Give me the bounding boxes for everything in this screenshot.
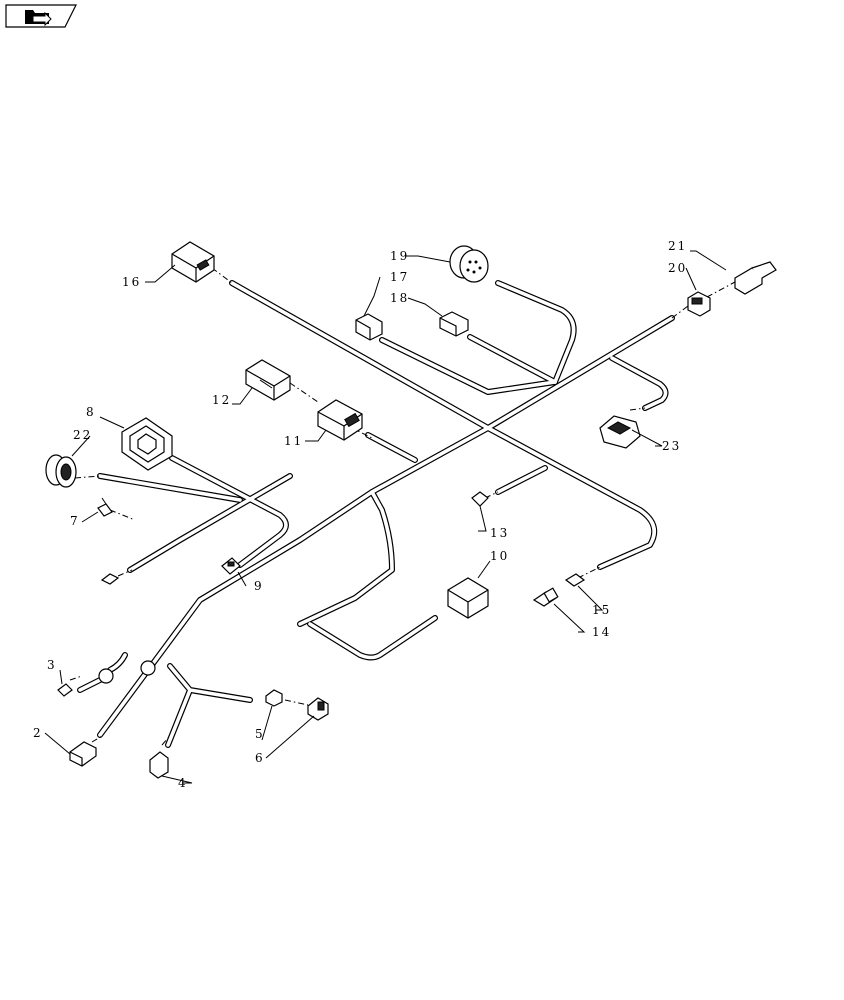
connector-9 [221, 557, 241, 575]
callout-10: 10 [490, 549, 509, 563]
connector-6 [307, 697, 329, 721]
connector-5 [265, 689, 283, 707]
connector-20 [687, 291, 711, 317]
callout-7: 7 [70, 514, 80, 528]
callout-4: 4 [178, 776, 188, 790]
connector-15 [564, 573, 586, 587]
back-navigation-button[interactable] [5, 4, 77, 28]
callout-17: 17 [390, 270, 409, 284]
grommet-8 [121, 417, 173, 471]
connector-13 [471, 491, 489, 507]
connector-23 [599, 415, 641, 449]
callout-12: 12 [212, 393, 231, 407]
terminal-3 [57, 683, 73, 697]
terminal-lower-left [100, 573, 120, 585]
callout-13: 13 [490, 526, 509, 540]
callout-23: 23 [662, 439, 681, 453]
connector-21 [734, 261, 777, 295]
connectors [45, 241, 777, 779]
callout-9: 9 [254, 579, 264, 593]
callout-8: 8 [86, 405, 96, 419]
callout-leaders [44, 250, 727, 784]
ring-terminals [98, 660, 156, 684]
callout-2: 2 [33, 726, 43, 740]
connector-16 [171, 241, 215, 283]
connector-17 [355, 313, 383, 341]
connector-19 [449, 245, 489, 283]
folder-return-icon [25, 10, 52, 27]
callout-14: 14 [592, 625, 611, 639]
connector-4 [149, 751, 169, 779]
terminal-7 [97, 497, 113, 517]
callout-3: 3 [47, 658, 57, 672]
connector-2 [69, 741, 97, 767]
callout-21: 21 [668, 239, 687, 253]
callout-5: 5 [255, 727, 265, 741]
callout-16: 16 [122, 275, 141, 289]
callout-18: 18 [390, 291, 409, 305]
callout-22: 22 [73, 428, 92, 442]
connector-22 [45, 454, 77, 488]
connector-14 [532, 587, 559, 607]
callout-labels: 2 3 4 5 6 7 8 9 10 11 12 13 14 15 16 17 … [33, 239, 687, 790]
connector-12 [245, 359, 291, 401]
harness-wires [77, 280, 675, 748]
callout-6: 6 [255, 751, 265, 765]
connector-11 [317, 399, 363, 441]
callout-15: 15 [592, 603, 611, 617]
connector-18 [439, 311, 469, 337]
callout-19: 19 [390, 249, 409, 263]
connector-10 [447, 577, 489, 619]
callout-11: 11 [284, 434, 303, 448]
callout-20: 20 [668, 261, 687, 275]
